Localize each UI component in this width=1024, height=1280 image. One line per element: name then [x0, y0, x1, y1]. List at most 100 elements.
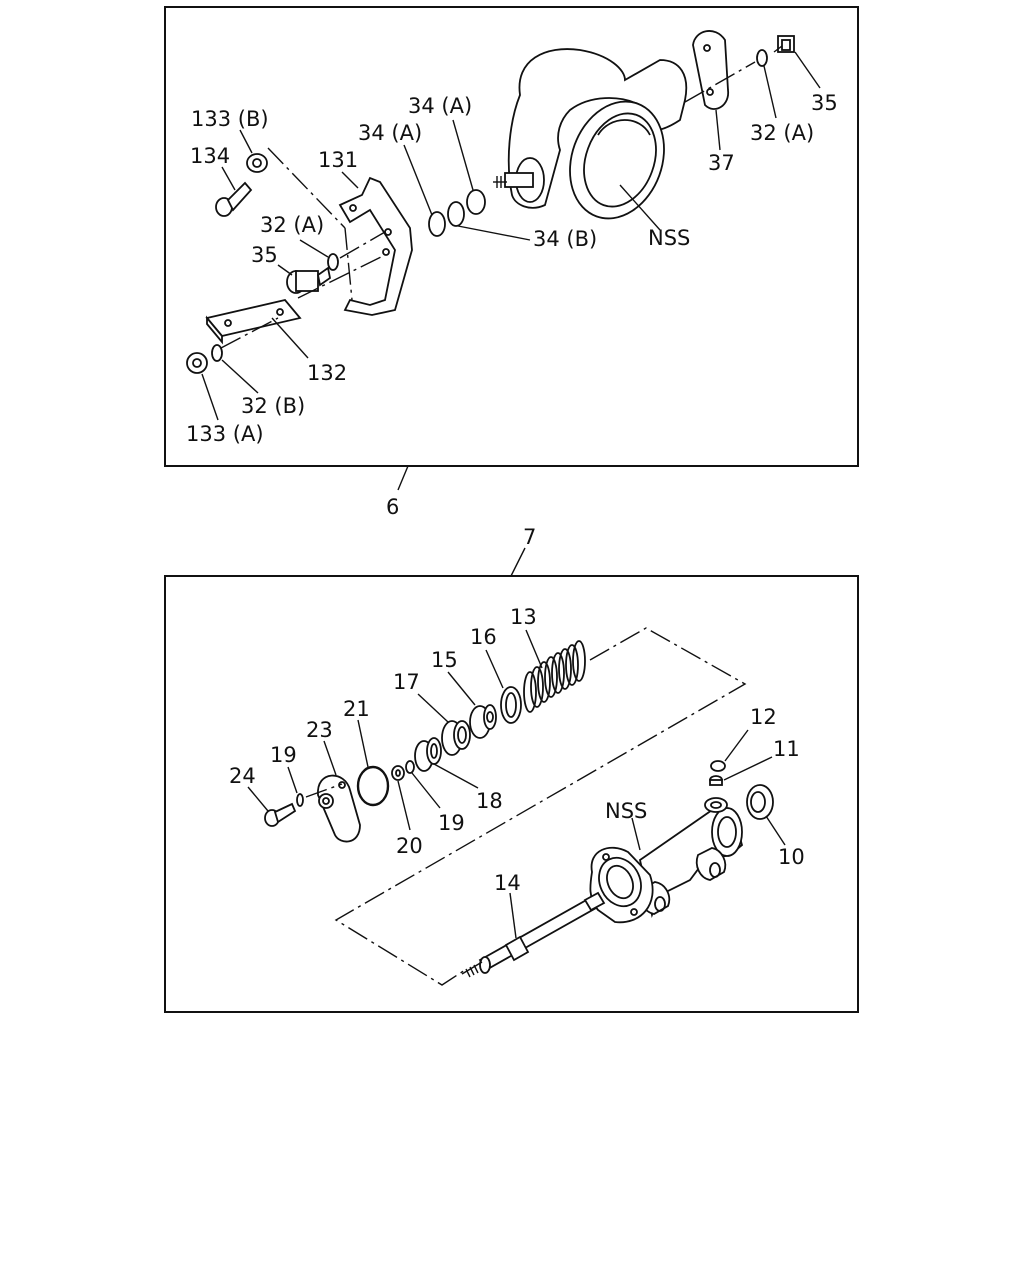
- washer-32a-mid-label: 32 (A): [260, 213, 324, 237]
- seal-16-label: 16: [470, 625, 497, 649]
- washer-34a-2: [466, 189, 486, 215]
- bolt-35-top-leader: [794, 51, 821, 89]
- upper-view-frame: [164, 6, 859, 467]
- cap-11-label: 11: [773, 737, 800, 761]
- clip-19-right-leader: [411, 772, 441, 809]
- part-131-leader: [341, 171, 359, 189]
- nut-133a-label: 133 (A): [186, 422, 264, 446]
- nut-133a-leader: [201, 373, 219, 421]
- part-37-label: 37: [708, 151, 735, 175]
- piston-15-label: 15: [431, 648, 458, 672]
- cap-11-leader: [723, 756, 773, 781]
- nss-cylinder-lower: [589, 797, 744, 924]
- boot-10-label: 10: [778, 845, 805, 869]
- bolt-134: [215, 181, 253, 217]
- seal-16-leader: [485, 649, 504, 689]
- cap-11: [709, 775, 723, 786]
- cup-17: [441, 720, 471, 756]
- washer-34a-2-leader: [452, 119, 474, 191]
- nss-upper-leader: [619, 184, 661, 231]
- nut-133a: [186, 352, 208, 374]
- cover-23-leader: [323, 740, 337, 776]
- axis-35-mid: [339, 231, 386, 259]
- upper-view-ref: 6: [386, 495, 399, 519]
- washer-32a-mid: [327, 253, 339, 271]
- seal-16: [500, 686, 522, 724]
- bolt-35-mid-label: 35: [251, 243, 278, 267]
- spring-13-leader: [525, 629, 543, 669]
- bushing-18: [414, 737, 442, 772]
- nut-133b-label: 133 (B): [191, 107, 269, 131]
- nut-133b: [246, 153, 268, 173]
- washer-32a-top: [756, 49, 768, 67]
- washer-34b: [447, 201, 465, 227]
- axis-37: [684, 61, 756, 103]
- washer-34b-leader: [457, 225, 531, 241]
- nut-133b-leader: [239, 129, 253, 154]
- axis-134: [267, 147, 346, 229]
- clip-12: [710, 760, 726, 772]
- bolt-35-mid-leader: [277, 264, 293, 276]
- nss-lower-leader: [631, 817, 641, 851]
- bolt-35-top: [773, 35, 795, 53]
- nut-20: [391, 765, 405, 781]
- push-rod-14-leader: [509, 892, 517, 939]
- nut-20-label: 20: [396, 834, 423, 858]
- boot-10: [746, 784, 774, 820]
- washer-32b-label: 32 (B): [241, 394, 305, 418]
- clip-19-right-label: 19: [438, 811, 465, 835]
- washer-34b-label: 34 (B): [533, 227, 597, 251]
- axis-131: [344, 227, 353, 301]
- washer-32a-top-label: 32 (A): [750, 121, 814, 145]
- lower-view-leader: [510, 547, 526, 577]
- bushing-18-leader: [433, 763, 479, 789]
- washer-34a-2-label: 34 (A): [408, 94, 472, 118]
- push-rod-14: [461, 891, 606, 978]
- washer-19-left-leader: [287, 766, 298, 794]
- washer-34a-1-label: 34 (A): [358, 121, 422, 145]
- bushing-18-label: 18: [476, 789, 503, 813]
- clip-12-leader: [724, 729, 749, 762]
- cover-23-label: 23: [306, 718, 333, 742]
- clip-12-label: 12: [750, 705, 777, 729]
- bolt-35-mid: [286, 266, 331, 294]
- assembly-outline: [334, 627, 747, 986]
- part-37-leader: [715, 109, 721, 151]
- bolt-35-top-label: 35: [811, 91, 838, 115]
- washer-34a-1: [428, 211, 446, 237]
- cup-17-label: 17: [393, 670, 420, 694]
- part-132-plate: [205, 298, 302, 345]
- part-37-plate: [692, 30, 729, 110]
- nss-housing-upper: [493, 48, 688, 220]
- washer-34a-1-leader: [403, 144, 433, 216]
- spring-13-label: 13: [510, 605, 537, 629]
- washer-32a-mid-leader: [299, 239, 329, 258]
- bolt-134-label: 134: [190, 144, 230, 168]
- bolt-134-leader: [221, 166, 236, 191]
- o-ring-21-label: 21: [343, 697, 370, 721]
- boot-10-leader: [765, 815, 786, 846]
- upper-view-leader: [397, 465, 409, 491]
- cup-17-leader: [417, 693, 449, 723]
- o-ring-21-leader: [357, 719, 369, 768]
- nut-20-leader: [397, 780, 411, 831]
- washer-32b-leader: [221, 359, 259, 394]
- axis-32b: [220, 317, 279, 349]
- seal-16-inner: [505, 692, 517, 718]
- bolt-24-leader: [247, 786, 269, 812]
- push-rod-14-label: 14: [494, 871, 521, 895]
- lower-view-ref: 7: [523, 525, 536, 549]
- washer-19-left-label: 19: [270, 743, 297, 767]
- bolt-24: [264, 802, 297, 827]
- cover-23: [317, 774, 361, 843]
- part-132-leader: [271, 317, 309, 359]
- washer-32a-top-leader: [763, 65, 777, 119]
- o-ring-21: [356, 765, 390, 807]
- part-132-label: 132: [307, 361, 347, 385]
- piston-15-leader: [447, 671, 476, 706]
- axis-132: [297, 254, 386, 299]
- axis-24: [305, 783, 343, 798]
- washer-19-left: [296, 793, 304, 807]
- part-131-bracket: [338, 176, 413, 316]
- part-131-label: 131: [318, 148, 358, 172]
